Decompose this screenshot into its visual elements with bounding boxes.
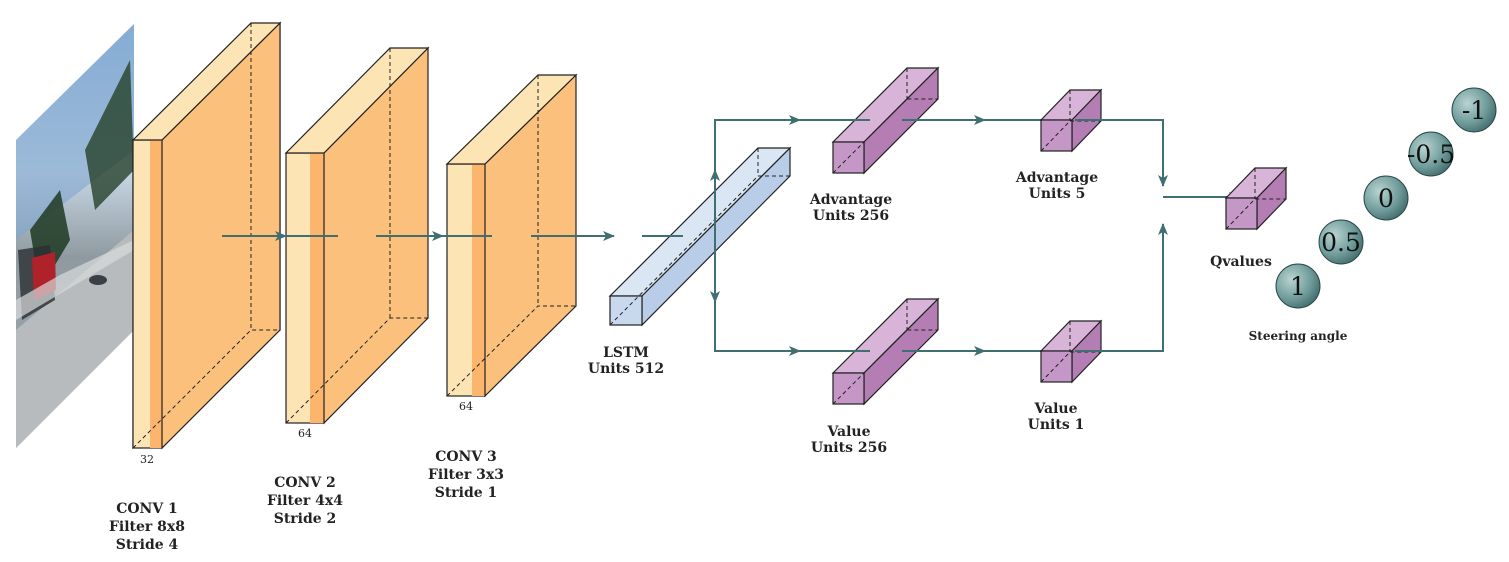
- conv1-depth-label: 32: [140, 453, 154, 466]
- advantage256-label: Advantage Units 256: [809, 192, 892, 224]
- steering-value-0.5: 0.5: [1321, 228, 1361, 257]
- conv3-stride: Stride 1: [435, 485, 498, 501]
- steering-value-minus-0.5: -0.5: [1407, 140, 1455, 169]
- input-image: [16, 24, 134, 448]
- lstm-block: [608, 146, 792, 327]
- conv1-stride: Stride 4: [116, 537, 179, 553]
- conv3-label: CONV 3 Filter 3x3 Stride 1: [428, 449, 504, 501]
- conv2-name: CONV 2: [274, 475, 336, 491]
- lstm-units: Units 512: [588, 361, 664, 377]
- conv3-filter: Filter 3x3: [428, 467, 504, 483]
- value1-name: Value: [1033, 401, 1077, 417]
- lstm-name: LSTM: [603, 345, 649, 361]
- advantage5-label: Advantage Units 5: [1015, 170, 1098, 202]
- conv1-filter: Filter 8x8: [109, 519, 185, 535]
- conv3-block: [445, 73, 578, 398]
- steering-value-minus-1: -1: [1462, 96, 1486, 125]
- steering-angle-label: Steering angle: [1249, 329, 1348, 343]
- qvalues-label: Qvalues: [1210, 254, 1272, 270]
- conv3-name: CONV 3: [435, 449, 497, 465]
- advantage5-name: Advantage: [1015, 170, 1098, 186]
- lstm-label: LSTM Units 512: [588, 345, 664, 377]
- advantage256-units: Units 256: [813, 208, 889, 224]
- steering-ball-0: 0: [1363, 175, 1409, 221]
- steering-ball-1: 1: [1275, 263, 1321, 309]
- steering-value-0: 0: [1378, 184, 1394, 213]
- value256-units: Units 256: [811, 440, 887, 456]
- conv2-depth-label: 64: [298, 427, 312, 440]
- steering-value-1: 1: [1290, 272, 1306, 301]
- value256-name: Value: [826, 424, 870, 440]
- dense-flow: [800, 115, 1047, 356]
- steering-ball-minus-1: -1: [1451, 87, 1497, 133]
- advantage5-units: Units 5: [1029, 186, 1086, 202]
- advantage256-name: Advantage: [809, 192, 892, 208]
- value1-label: Value Units 1: [1028, 401, 1085, 433]
- conv1-label: CONV 1 Filter 8x8 Stride 4: [109, 501, 185, 553]
- steering-ball-minus-0.5: -0.5: [1407, 131, 1455, 177]
- steering-ball-0.5: 0.5: [1318, 219, 1364, 265]
- advantage256-block: [831, 66, 940, 175]
- conv2-label: CONV 2 Filter 4x4 Stride 2: [267, 475, 343, 527]
- value256-label: Value Units 256: [811, 424, 887, 456]
- conv3-depth-label: 64: [459, 400, 473, 413]
- merge-flow: [1075, 119, 1241, 352]
- branch-flow: [710, 115, 801, 356]
- conv1-block: [131, 21, 282, 450]
- conv1-name: CONV 1: [116, 501, 178, 517]
- value1-units: Units 1: [1028, 417, 1085, 433]
- conv2-filter: Filter 4x4: [267, 493, 343, 509]
- conv2-stride: Stride 2: [274, 511, 337, 527]
- value256-block: [831, 297, 940, 406]
- qvalues-block: [1224, 166, 1288, 231]
